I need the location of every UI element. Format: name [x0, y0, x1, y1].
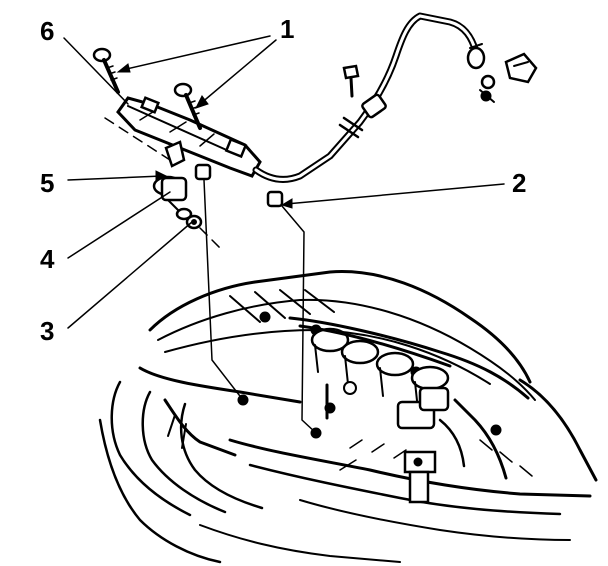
loose-hardware — [342, 52, 538, 103]
callout-2: 2 — [512, 168, 526, 198]
callout-3: 3 — [40, 316, 54, 346]
assembly-guide-lines — [104, 117, 317, 434]
callout-1: 1 — [280, 14, 294, 44]
rail-bolt-left — [92, 47, 120, 94]
fuel-feed-pipe — [252, 12, 486, 183]
fuel-injector — [152, 140, 203, 230]
callout-labels: 1 2 3 4 5 6 — [40, 14, 526, 346]
fuel-rail — [116, 96, 284, 208]
rail-bolt-right — [173, 82, 202, 130]
callout-4: 4 — [40, 244, 55, 274]
engine-assembly — [98, 270, 598, 564]
callout-6: 6 — [40, 16, 54, 46]
callout-5: 5 — [40, 168, 54, 198]
callout-leaders — [63, 35, 505, 329]
